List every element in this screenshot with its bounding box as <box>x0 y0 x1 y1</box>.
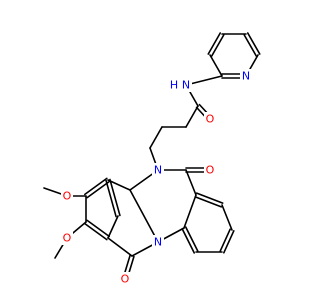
bond-double-b-28 <box>86 219 110 238</box>
atom-label-fused-n: N <box>154 236 162 249</box>
bond-double-b-1 <box>243 34 258 57</box>
bond-double-a-18 <box>219 228 231 252</box>
atom-label-ketone-o: O <box>121 273 130 286</box>
atom-fused-nitrogen: N <box>152 235 164 249</box>
bond-double-b-3 <box>210 34 225 57</box>
bond-double-a-28 <box>84 222 108 241</box>
bond-single-4 <box>209 54 223 77</box>
bond-double-b-18 <box>223 230 235 254</box>
atom-label-layer: N N H O N O O O <box>61 69 252 286</box>
bond-single-21 <box>183 194 197 229</box>
bond-double-a-20 <box>184 226 199 252</box>
bond-single-23 <box>129 189 159 243</box>
bond-single-31 <box>107 237 133 257</box>
bond-single-17 <box>221 204 233 231</box>
atom-label-quinazolinone-o: O <box>206 164 215 177</box>
molecule-structure: N N H O N O O O <box>43 32 261 286</box>
atom-label-methoxy-o-2: O <box>63 232 72 245</box>
atom-methoxy-oxygen-2: O <box>61 231 73 245</box>
bond-single-9 <box>185 105 199 128</box>
atom-label-amide-h: H <box>170 79 178 92</box>
atom-label-methoxy-o-1: O <box>63 190 72 203</box>
atom-label-quinazoline-n: N <box>154 164 162 177</box>
atom-quinazolinone-oxygen: O <box>204 163 216 177</box>
atom-label-amide-n: N <box>182 79 190 92</box>
bond-double-a-1 <box>246 32 261 55</box>
bond-double-a-16 <box>194 196 223 208</box>
bond-single-15 <box>185 169 197 196</box>
atom-label-pyridine-n: N <box>242 70 250 83</box>
bond-single-11 <box>149 126 163 149</box>
bond-double-b-20 <box>181 228 196 254</box>
atom-quinazoline-nitrogen: N <box>152 163 164 177</box>
bond-single-25 <box>107 179 131 191</box>
bond-double-b-16 <box>195 192 224 204</box>
bond-double-a-3 <box>207 32 222 55</box>
bond-double-a-30 <box>109 178 121 217</box>
atom-amide-hydrogen: H <box>168 78 180 92</box>
bond-double-b-30 <box>105 179 117 218</box>
atom-amide-oxygen: O <box>204 112 216 126</box>
bond-single-29 <box>107 215 119 239</box>
atom-amide-nitrogen: N <box>180 78 192 92</box>
bond-double-b-26 <box>86 180 110 199</box>
bond-layer <box>43 32 261 281</box>
atom-methoxy-oxygen-1: O <box>61 189 73 203</box>
atom-ketone-oxygen: O <box>119 272 131 286</box>
bond-double-a-26 <box>84 177 108 196</box>
atom-pyridine-nitrogen: N <box>240 69 252 83</box>
atom-label-amide-o: O <box>206 113 215 126</box>
